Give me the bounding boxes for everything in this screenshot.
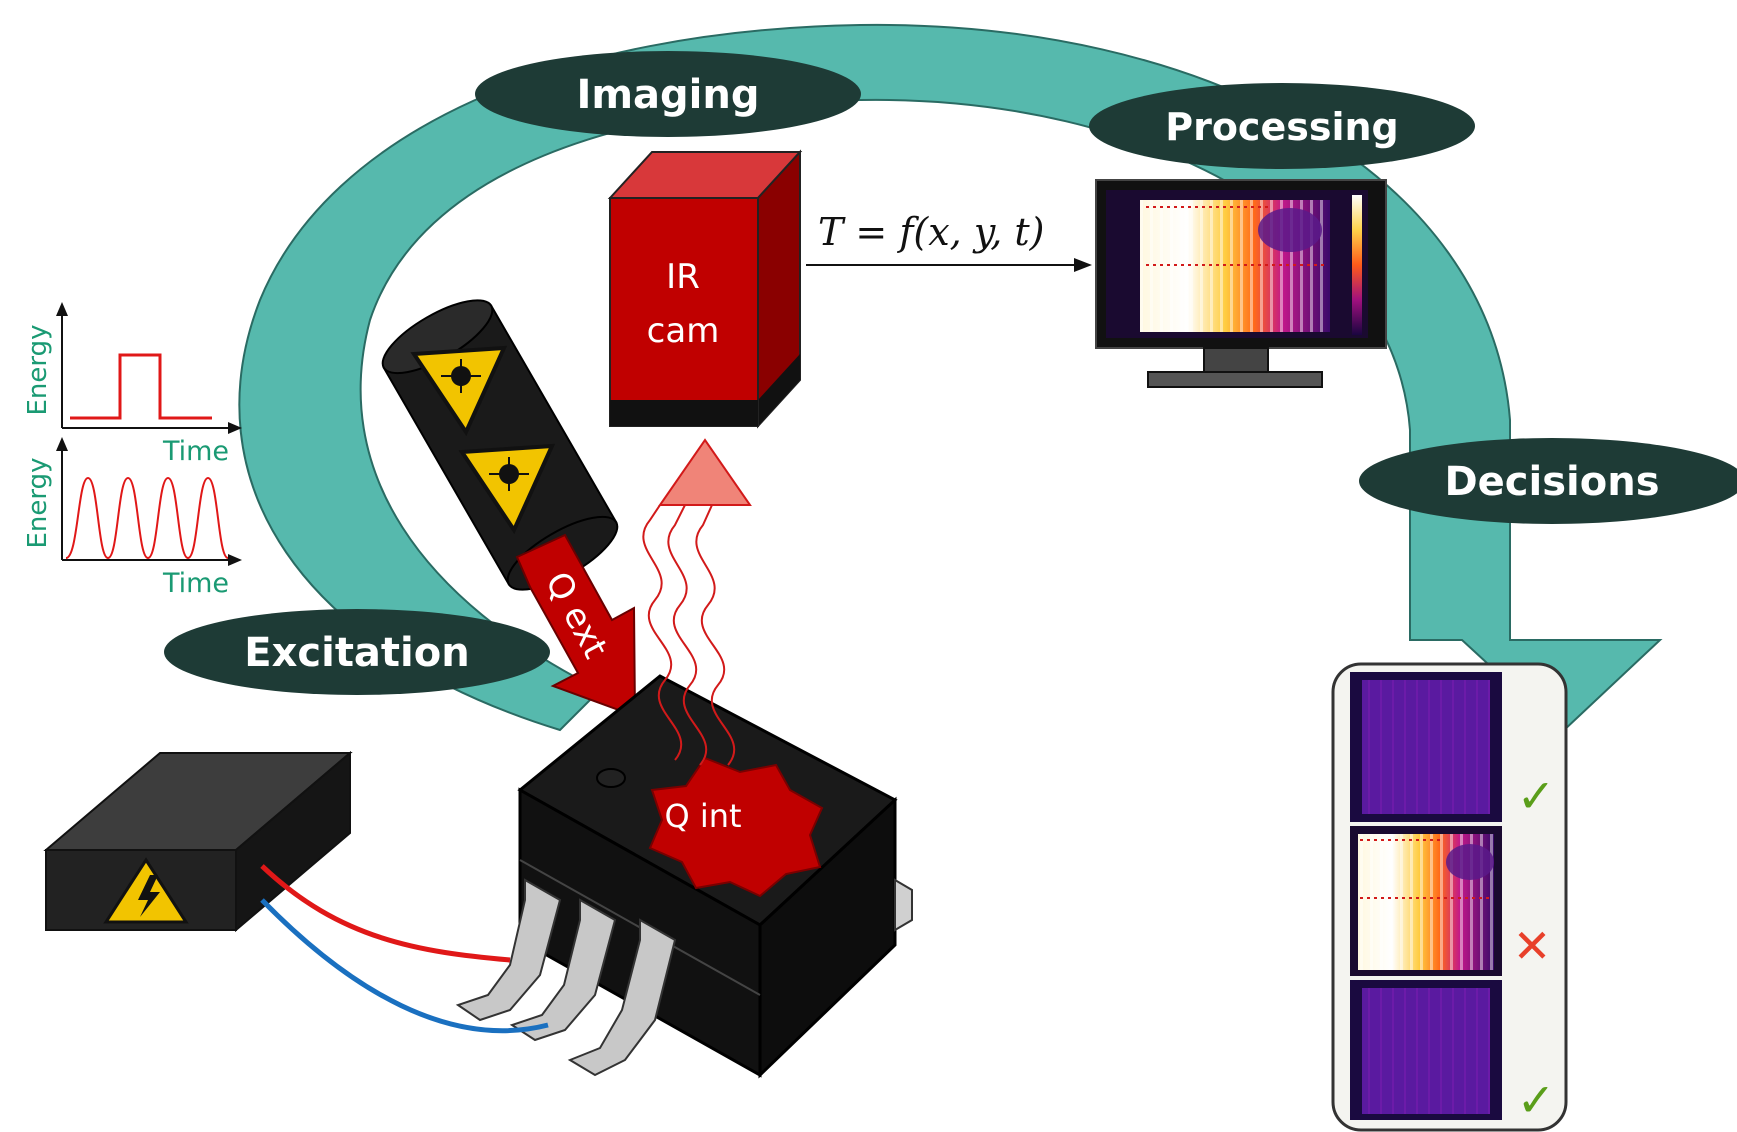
equation-text: T = f(x, y, t) (818, 210, 1045, 254)
radiation-arrowhead (658, 438, 752, 506)
component-lead-3 (567, 918, 677, 1077)
power-wires (260, 864, 549, 1034)
decision-mark-3: ✓ (1517, 1073, 1556, 1127)
decision-panel: ✓ ✕ ✓ (1331, 662, 1568, 1132)
q-int-heat-source: Q int (648, 756, 824, 898)
pulse-energy-plot: Energy Time (23, 302, 242, 467)
decision-mark-2: ✕ (1513, 919, 1552, 973)
decisions-stage-label: Decisions (1359, 438, 1737, 524)
imaging-stage-label: Imaging (475, 51, 861, 137)
high-voltage-icon (103, 857, 189, 924)
monitor (1095, 179, 1387, 388)
ir-camera: IR cam (607, 149, 803, 429)
result-image-1 (1350, 672, 1502, 822)
thermal-radiation-waves (642, 438, 752, 766)
laser-warning-icon-bottom (458, 443, 556, 535)
imaging-label: Imaging (576, 72, 759, 118)
pulse-plot-xlabel: Time (162, 436, 229, 467)
camera-label-line2: cam (647, 311, 720, 351)
decision-mark-1: ✓ (1517, 769, 1556, 823)
result-image-3 (1350, 980, 1502, 1120)
processing-stage-label: Processing (1089, 83, 1475, 169)
periodic-plot-ylabel: Energy (23, 457, 53, 548)
periodic-plot-xlabel: Time (162, 568, 229, 599)
processing-label: Processing (1165, 105, 1399, 149)
camera-label-line1: IR (666, 257, 700, 297)
component-lead-1 (455, 878, 562, 1022)
equation-arrow: T = f(x, y, t) (806, 210, 1092, 272)
excitation-stage-label: Excitation (164, 609, 550, 695)
laser-warning-icon-top (410, 345, 508, 437)
decisions-label: Decisions (1444, 459, 1659, 505)
result-image-2 (1350, 826, 1502, 976)
electronic-component (455, 674, 913, 1079)
q-int-star (648, 756, 824, 898)
pulse-plot-ylabel: Energy (23, 324, 53, 415)
component-lead-2 (509, 898, 617, 1042)
excitation-label: Excitation (244, 630, 469, 676)
q-int-label: Q int (664, 797, 741, 835)
power-supply (43, 750, 353, 933)
periodic-energy-plot: Energy Time (23, 437, 242, 599)
